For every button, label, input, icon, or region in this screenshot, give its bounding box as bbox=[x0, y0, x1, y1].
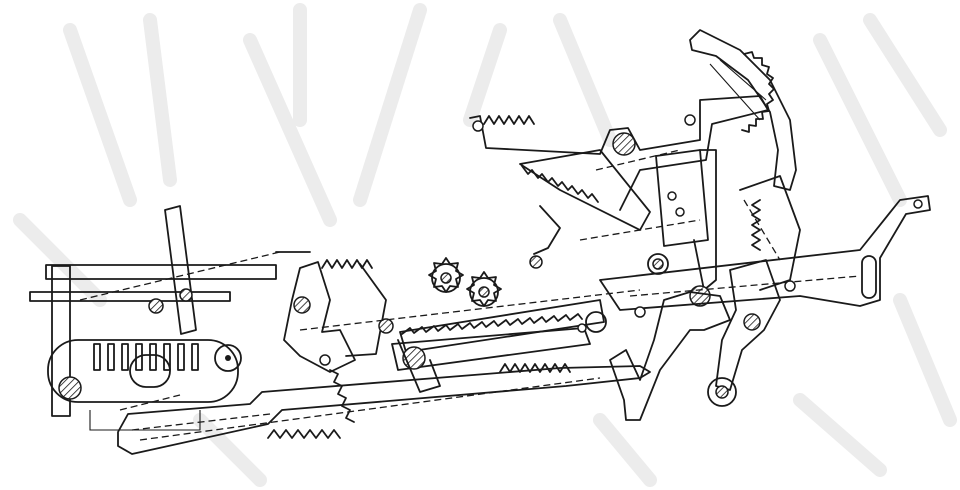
spring-top-left bbox=[483, 115, 535, 125]
twin-pinion-gears bbox=[428, 257, 502, 307]
spring-diagonal bbox=[329, 369, 355, 423]
handle-lever bbox=[707, 175, 801, 407]
hook-lever bbox=[609, 291, 731, 421]
pinion-gear-left bbox=[428, 257, 464, 293]
spring-middle bbox=[321, 259, 373, 269]
left-gear-train-housing bbox=[29, 205, 311, 431]
slotted-link-arm bbox=[599, 195, 931, 311]
toothed-rack-bar bbox=[299, 289, 641, 393]
spring-lower-left bbox=[267, 429, 341, 439]
pawl-bracket bbox=[283, 261, 394, 373]
long-base-lever bbox=[117, 365, 651, 455]
background-marks bbox=[13, 3, 957, 487]
curved-toothed-sector bbox=[684, 29, 797, 191]
spring-right-vertical bbox=[751, 199, 761, 251]
spring-lower-mid bbox=[499, 363, 571, 373]
comb-teeth bbox=[93, 343, 199, 371]
sector-arm-assembly bbox=[469, 95, 769, 307]
tension-springs bbox=[267, 115, 761, 439]
pinion-gear-right bbox=[466, 271, 502, 307]
